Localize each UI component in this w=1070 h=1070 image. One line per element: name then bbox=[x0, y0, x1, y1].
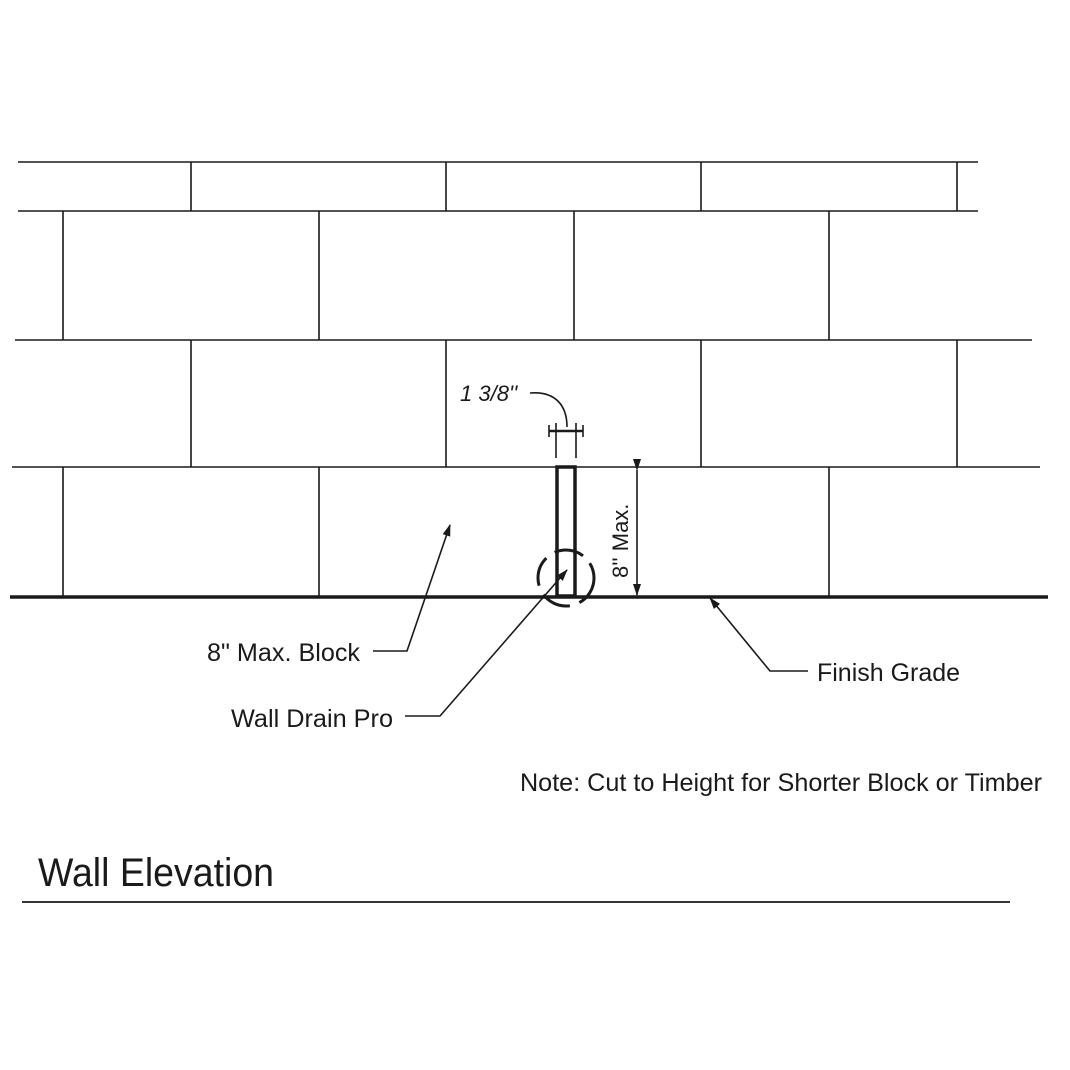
height-dimension-label: 8'' Max. bbox=[608, 504, 633, 578]
block-label: 8" Max. Block bbox=[207, 639, 360, 667]
drain-label: Wall Drain Pro bbox=[231, 705, 393, 733]
block-courses bbox=[10, 161, 1048, 599]
callout-drain: Wall Drain Pro bbox=[231, 569, 568, 733]
callout-block: 8" Max. Block bbox=[207, 524, 451, 667]
detail-circle bbox=[536, 548, 596, 608]
wall-drain bbox=[536, 465, 596, 608]
drawing-title: Wall Elevation bbox=[38, 851, 274, 895]
drain-body bbox=[555, 465, 577, 598]
block-joints bbox=[62, 162, 958, 597]
callout-grade: Finish Grade bbox=[709, 597, 960, 687]
note-text: Note: Cut to Height for Shorter Block or… bbox=[520, 769, 1042, 797]
grade-label: Finish Grade bbox=[817, 659, 960, 687]
width-dimension-label: 1 3/8'' bbox=[460, 381, 518, 406]
height-dimension: 8'' Max. bbox=[608, 459, 641, 596]
width-dimension: 1 3/8'' bbox=[460, 381, 584, 458]
